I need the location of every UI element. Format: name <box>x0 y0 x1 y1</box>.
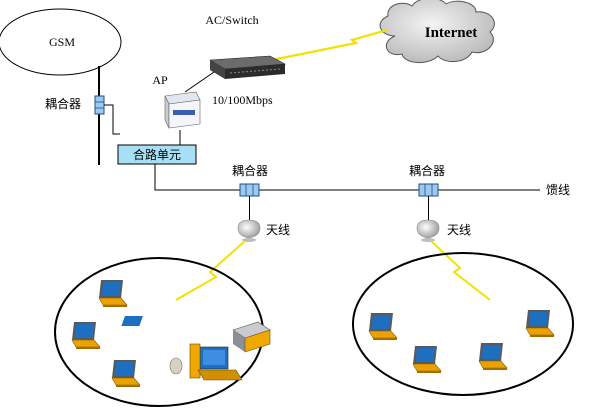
antenna-right-label: 天线 <box>447 223 471 237</box>
coupler-mid-icon <box>239 183 260 197</box>
combiner-unit-box <box>117 144 197 165</box>
coupler-right-icon <box>418 183 439 197</box>
printer-icon <box>121 316 271 353</box>
feeder-label: 馈线 <box>546 183 570 197</box>
coupler-left-label: 耦合器 <box>45 96 81 111</box>
coupler-right-label: 耦合器 <box>409 163 445 178</box>
laptop-icon <box>368 312 398 341</box>
gsm-label: GSM <box>49 35 75 49</box>
internet-label: Internet <box>425 25 478 41</box>
speed-label: 10/100Mbps <box>212 93 273 107</box>
internet-cloud-icon <box>379 0 495 63</box>
desktop-computer-icon <box>169 343 243 381</box>
internet-switch-link <box>261 28 388 64</box>
ac-switch-label: AC/Switch <box>205 13 258 27</box>
ap-label: AP <box>152 73 168 87</box>
laptop-icon <box>71 321 101 350</box>
antenna-left-icon <box>237 219 261 242</box>
feeder-line <box>154 164 540 191</box>
coupler-combiner-link <box>104 104 120 135</box>
gsm-network-ellipse <box>0 8 122 76</box>
laptop-icon <box>98 279 128 308</box>
antenna-right-icon <box>416 219 440 242</box>
combiner-label: 合路单元 <box>133 147 181 162</box>
access-point-icon <box>164 91 201 129</box>
laptop-icon <box>478 342 508 371</box>
switch-ap-link <box>184 71 215 93</box>
laptop-icon <box>525 309 555 338</box>
antenna-left-label: 天线 <box>266 223 290 237</box>
laptop-icon <box>412 345 442 374</box>
switch-icon <box>209 55 287 79</box>
coupler-left-icon <box>94 95 105 115</box>
laptop-icon <box>111 359 141 388</box>
right-wireless-link <box>430 240 491 301</box>
left-wireless-link <box>175 240 246 301</box>
coupler-mid-label: 耦合器 <box>232 163 268 178</box>
right-client-area <box>352 252 574 396</box>
